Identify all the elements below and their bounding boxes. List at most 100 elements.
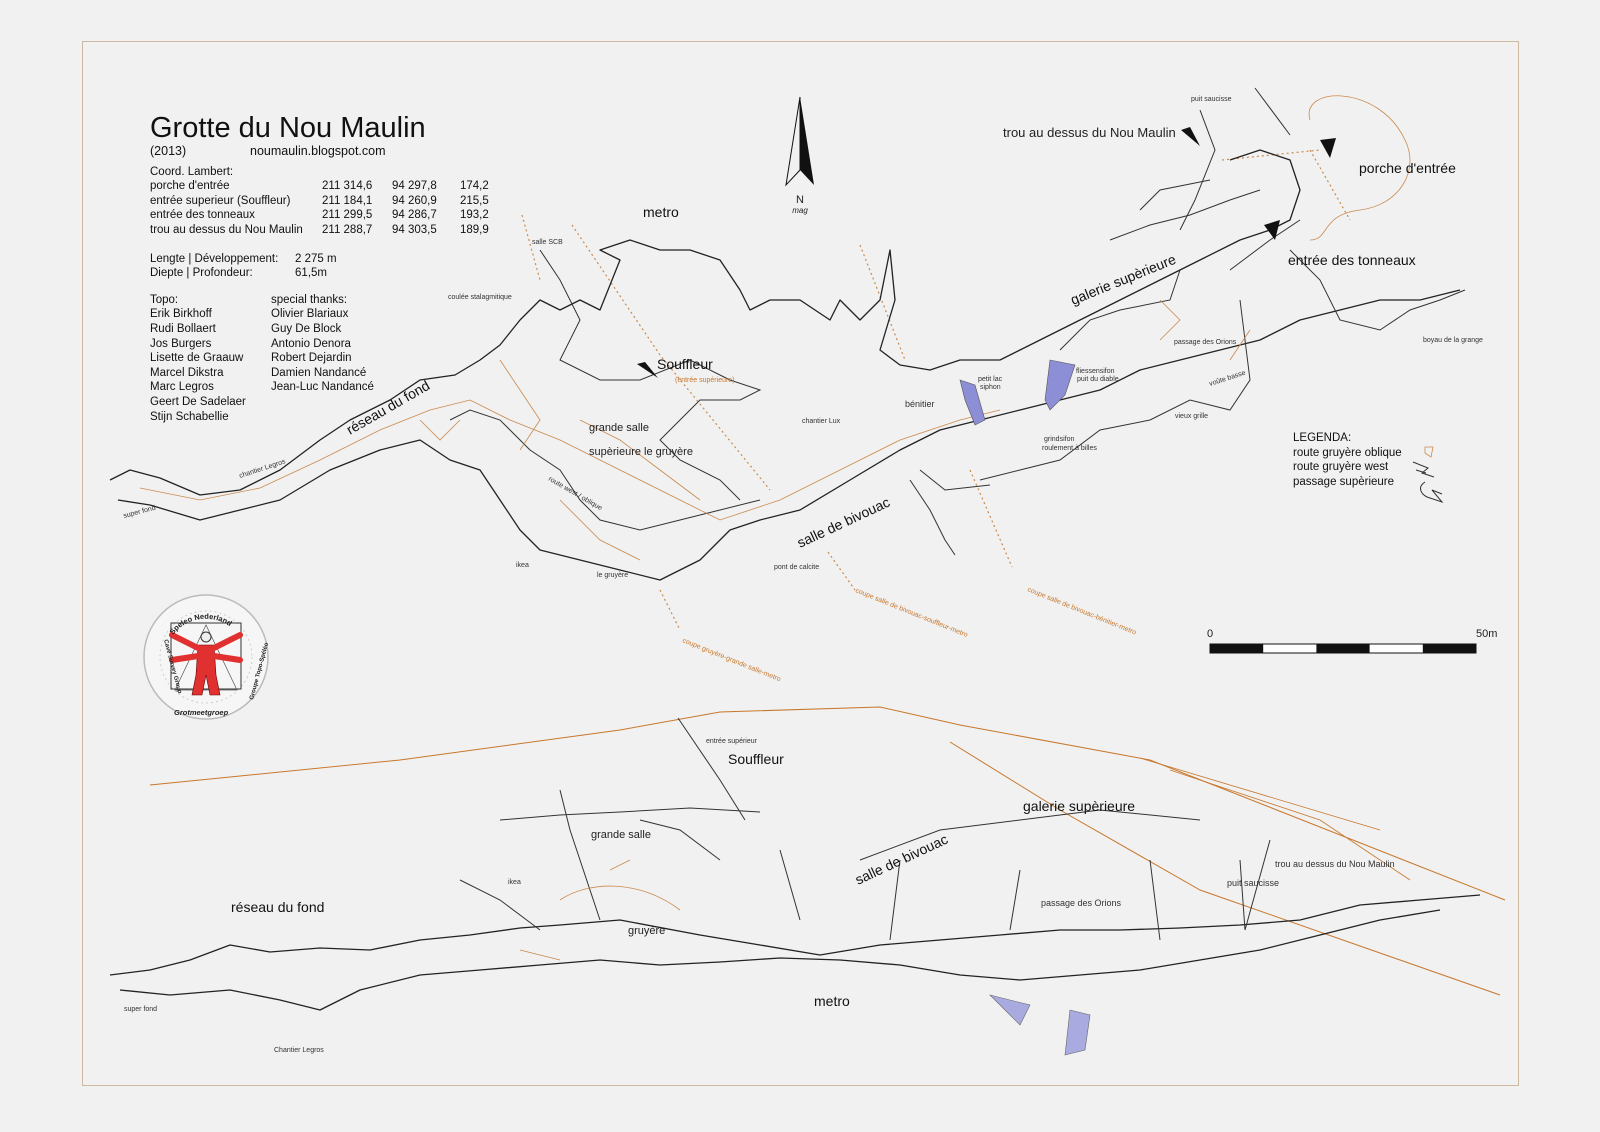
label-puit-diable: puit du diable	[1077, 376, 1119, 383]
thanks-name: Robert Dejardin	[271, 352, 352, 365]
entrance-flag-icon	[637, 362, 658, 378]
depth-value: 61,5m	[295, 267, 327, 280]
label-grindsifon: grindsifon	[1044, 436, 1074, 443]
label-puit-saucisse: puit saucisse	[1191, 96, 1232, 103]
section-salle-bivouac: salle de bivouac	[853, 831, 951, 888]
label-grande-salle: grande salle	[589, 422, 649, 434]
topo-name: Marc Legros	[150, 381, 214, 394]
label-route-west: route west / oblique	[547, 476, 603, 512]
section-trou: trou au dessus du Nou Maulin	[1275, 859, 1395, 869]
coord-heading: Coord. Lambert:	[150, 165, 234, 178]
label-le-gruyere: le gruyère	[597, 572, 628, 579]
length-value: 2 275 m	[295, 252, 337, 265]
section-chantier-legros: Chantier Legros	[274, 1047, 324, 1054]
coord-name: entrée superieur (Souffleur)	[150, 194, 291, 207]
topo-name: Erik Birkhoff	[150, 308, 212, 321]
legend: LEGENDA: route gruyère oblique route gru…	[1293, 431, 1402, 489]
topo-name: Rudi Bollaert	[150, 322, 216, 335]
label-trou-au-dessus: trou au dessus du Nou Maulin	[1003, 125, 1176, 140]
coord-y: 94 297,8	[392, 180, 437, 193]
label-salle-de-bivouac: salle de bivouac	[795, 494, 893, 551]
coord-row: porche d'entrée 211 314,6 94 297,8 174,2	[150, 179, 500, 194]
section-metro: metro	[814, 993, 850, 1009]
entrance-markers	[637, 127, 1336, 378]
scale-start: 0	[1207, 628, 1213, 640]
coord-y: 94 260,9	[392, 194, 437, 207]
label-superieure-gruyere: supèrieure le gruyère	[589, 446, 693, 458]
label-coupe-3: coupe salle de bivouac-bénitier-metro	[1026, 586, 1137, 636]
label-chantier-legros: chantier Legros	[238, 458, 287, 480]
label-entree-superieure: (entrée supérieure)	[675, 377, 735, 384]
scale-bar: 0 50m	[1207, 628, 1497, 654]
coord-z: 174,2	[460, 180, 489, 193]
label-coulee: coulée stalagmitique	[448, 294, 512, 301]
label-vieux-grille: vieux grille	[1175, 413, 1208, 420]
entrance-flag-icon	[1181, 127, 1200, 146]
website: noumaulin.blogspot.com	[250, 144, 386, 158]
title-block: Grotte du Nou Maulin (2013) noumaulin.bl…	[150, 112, 500, 424]
label-pont-calcite: pont de calcite	[774, 564, 819, 571]
label-souffleur: Souffleur	[657, 356, 713, 372]
label-boyau-grange: boyau de la grange	[1423, 337, 1483, 344]
section-puit-saucisse: puit saucisse	[1227, 878, 1279, 888]
coord-name: porche d'entrée	[150, 180, 230, 193]
label-metro: metro	[643, 204, 679, 220]
section-gruyere: gruyère	[628, 925, 665, 937]
label-roulement: roulement à billes	[1042, 445, 1097, 452]
map-year: (2013)	[150, 144, 187, 158]
section-ikea: ikea	[508, 879, 521, 886]
topo-name: Lisette de Graauw	[150, 352, 244, 365]
label-chantier-lux: chantier Lux	[802, 418, 841, 425]
thanks-list: special thanks: Olivier Blariaux Guy De …	[271, 293, 374, 424]
plan-view	[109, 87, 1466, 581]
label-coupe-2: coupe salle de bivouac-souffleur-metro	[854, 587, 968, 639]
scale-end: 50m	[1476, 628, 1497, 640]
topo-list: Topo: Erik Birkhoff Rudi Bollaert Jos Bu…	[150, 293, 271, 424]
label-super-fond: super fond	[123, 505, 157, 520]
topo-name: Marcel Dikstra	[150, 366, 224, 379]
label-ikea: ikea	[516, 562, 529, 569]
coord-x: 211 184,1	[322, 194, 373, 207]
legend-item: passage supèrieure	[1293, 475, 1395, 488]
label-passage-orions: passage des Orions	[1174, 339, 1237, 346]
label-benitier: bénitier	[905, 399, 935, 409]
section-galerie-sup: galerie supèrieure	[1023, 798, 1135, 814]
entrance-flag-icon	[1264, 220, 1280, 240]
label-salle-scb: salle SCB	[532, 239, 563, 246]
coord-x: 211 314,6	[322, 180, 373, 193]
north-mag: mag	[792, 206, 808, 215]
coord-name: entrée des tonneaux	[150, 209, 255, 222]
section-reseau: réseau du fond	[231, 899, 324, 915]
coord-row: entrée superieur (Souffleur) 211 184,1 94 …	[150, 194, 500, 209]
section-souffleur: Souffleur	[728, 751, 784, 767]
topo-name: Jos Burgers	[150, 337, 212, 350]
label-siphon: siphon	[980, 384, 1001, 391]
section-grande-salle: grande salle	[591, 829, 651, 841]
section-super-fond: super fond	[124, 1006, 157, 1013]
label-coupe-1: coupe gruyère-grande salle-metro	[681, 637, 781, 683]
thanks-name: Antonio Denora	[271, 337, 351, 350]
coord-y: 94 286,7	[392, 209, 437, 222]
coord-x: 211 288,7	[322, 223, 373, 236]
coords-table: porche d'entrée 211 314,6 94 297,8 174,2 en…	[150, 179, 500, 237]
depth-label: Diepte | Profondeur:	[150, 267, 253, 280]
entrance-flag-icon	[1320, 138, 1336, 158]
thanks-name: Guy De Block	[271, 322, 342, 335]
topo-name: Stijn Schabellie	[150, 410, 229, 423]
section-entree-superieur: entrée supérieur	[706, 738, 758, 745]
label-fliessensifon: fliessensifon	[1076, 368, 1115, 375]
legend-heading: LEGENDA:	[1293, 432, 1352, 444]
thanks-name: Damien Nandancé	[271, 366, 367, 379]
coord-z: 215,5	[460, 194, 489, 207]
legend-swatches	[1412, 446, 1444, 504]
topo-name: Geert De Sadelaer	[150, 395, 246, 408]
section-passage-orions: passage des Orions	[1041, 898, 1122, 908]
logo-bottom-text: Grotmeetgroep	[174, 708, 229, 717]
porch-dashed	[1221, 149, 1351, 221]
thanks-heading: special thanks:	[271, 293, 348, 306]
map-frame	[82, 41, 1519, 1086]
thanks-name: Jean-Luc Nandancé	[271, 381, 374, 394]
coord-z: 189,9	[460, 223, 489, 236]
